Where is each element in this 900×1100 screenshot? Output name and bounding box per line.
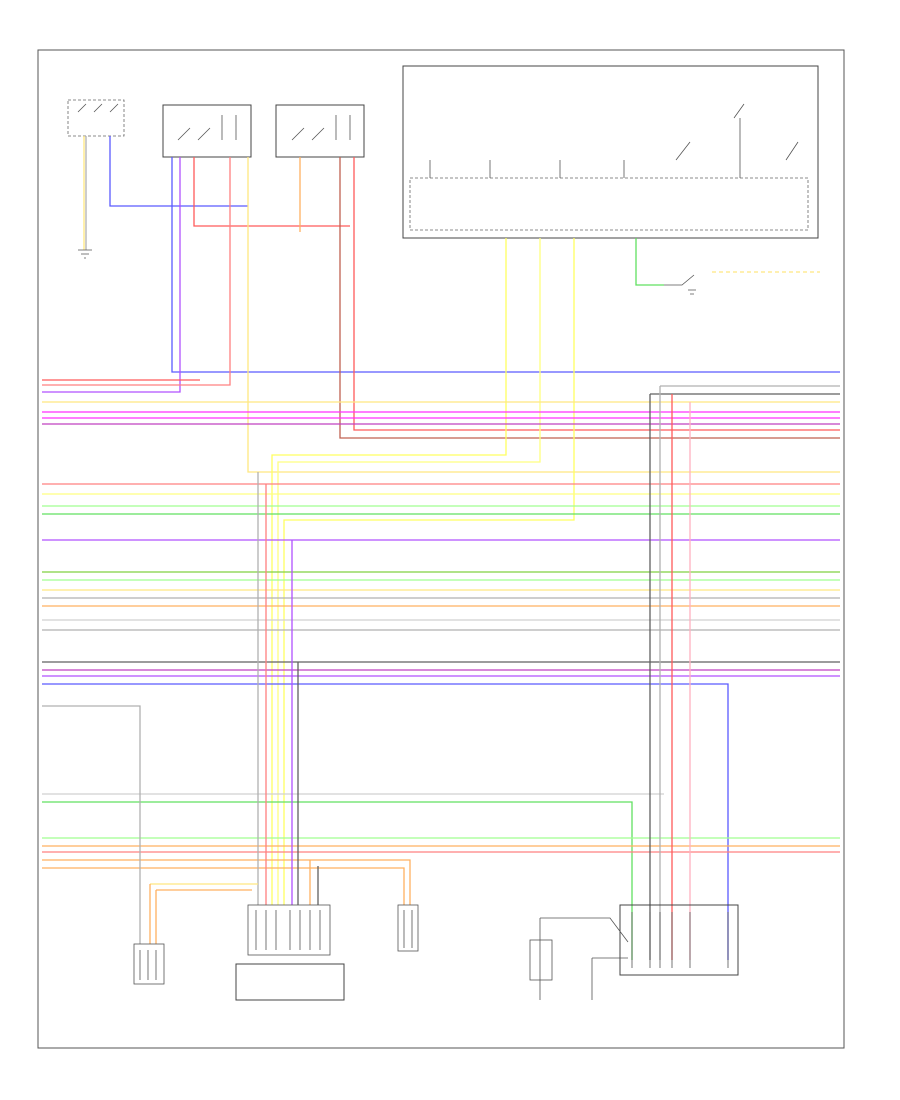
lower-relay[interactable] [162, 104, 252, 158]
gauge-5-lead [675, 141, 691, 161]
ho2s-heater-leads [539, 917, 629, 1000]
engine-control-module[interactable] [235, 904, 345, 1001]
ecm-connector [247, 904, 331, 956]
cluster-gauge-5 [675, 141, 691, 161]
bus-wire-25 [42, 801, 633, 960]
relay-red-cross-wire [193, 157, 350, 227]
lower-relay-box [162, 104, 252, 158]
cluster-yellow-wire-1 [271, 238, 507, 905]
gauge-7-lead [785, 141, 799, 161]
instrument-cluster-box [402, 65, 819, 239]
aux-connector[interactable] [133, 943, 165, 985]
oil-switch-symbol [664, 274, 696, 295]
bus-wire-23 [42, 683, 729, 960]
ecm-box [235, 963, 345, 1001]
lower-relay-contacts [177, 115, 237, 141]
relay-yellow-long-wire [247, 157, 840, 473]
ground-left [78, 249, 92, 259]
relay-violet-wire [42, 157, 181, 393]
aux-connector-body [133, 943, 165, 985]
relay-blue-bus-wire [171, 157, 840, 373]
ho2s-connector-outline [619, 904, 739, 976]
ho2s-heater-element [529, 939, 553, 981]
fuse-blue-wire [109, 136, 248, 207]
fuse-panel[interactable] [67, 99, 125, 137]
ecm-connector-pins [255, 910, 321, 950]
relay-pink-wire [42, 157, 231, 386]
oil-pressure-switch[interactable] [664, 274, 696, 295]
cluster-control-module [409, 177, 809, 231]
instrument-cluster[interactable] [402, 65, 819, 239]
fuel-pump-relay[interactable] [275, 104, 365, 158]
cluster-green-wire [635, 238, 664, 286]
fuse-contacts [77, 103, 119, 113]
gauge-6-lead [733, 103, 745, 178]
bus-wire-29 [42, 859, 411, 905]
injector-sensor[interactable] [397, 904, 419, 952]
aux-feed-gray [42, 705, 141, 944]
bus-harness [42, 379, 840, 960]
aux-connector-pins [139, 950, 157, 980]
fuel-pump-relay-contacts [291, 115, 351, 141]
injector-connector [397, 904, 419, 952]
cluster-gauge-7 [785, 141, 799, 161]
pump-relay-red-wire [353, 157, 840, 431]
ground-symbol [78, 249, 92, 259]
cluster-gauge-6 [733, 103, 745, 178]
injector-pins [403, 910, 413, 948]
fuse-panel-outline [67, 99, 125, 137]
fuel-pump-relay-box [275, 104, 365, 158]
bus-wire-30 [42, 867, 405, 905]
cluster-yellow-wire-3 [283, 238, 575, 905]
ho2s-pins [631, 912, 729, 968]
pump-relay-brown-wire [339, 157, 840, 439]
diagram-frame [37, 49, 845, 1049]
heated-oxygen-sensor[interactable] [529, 904, 739, 1000]
aux-feed-drop [149, 884, 157, 944]
